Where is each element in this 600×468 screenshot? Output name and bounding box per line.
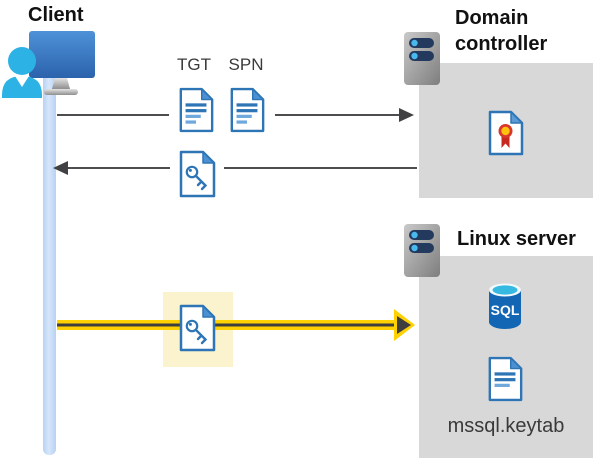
client-timeline-bar	[43, 70, 56, 455]
ticket-returned-group	[170, 147, 224, 201]
key-file-icon	[179, 150, 216, 198]
certificate-icon	[488, 110, 524, 156]
linux-server-server-icon	[404, 224, 440, 277]
auth-arrow-line	[57, 320, 396, 330]
domain-controller-server-icon	[404, 32, 440, 85]
client-computer-user-icon	[2, 31, 95, 98]
sql-database-icon: SQL	[489, 283, 521, 329]
keytab-document-icon	[488, 356, 523, 402]
linux-server-label: Linux server	[457, 228, 576, 250]
client-label: Client	[28, 4, 84, 26]
keytab-file-label: mssql.keytab	[447, 415, 565, 437]
spn-label: SPN	[228, 55, 264, 74]
request-arrow-head-icon	[399, 108, 414, 122]
response-arrow-line	[66, 167, 417, 169]
key-file-highlighted-icon	[179, 304, 216, 352]
response-arrow-head-icon	[53, 161, 68, 175]
tgt-document-icon	[179, 87, 214, 133]
sql-database-text: SQL	[491, 302, 520, 318]
tgt-label: TGT	[177, 55, 211, 74]
auth-arrow-head-icon	[394, 309, 415, 341]
spn-document-icon	[230, 87, 265, 133]
ticket-icons-group	[169, 83, 275, 135]
domain-controller-label: Domain controller	[455, 7, 548, 55]
